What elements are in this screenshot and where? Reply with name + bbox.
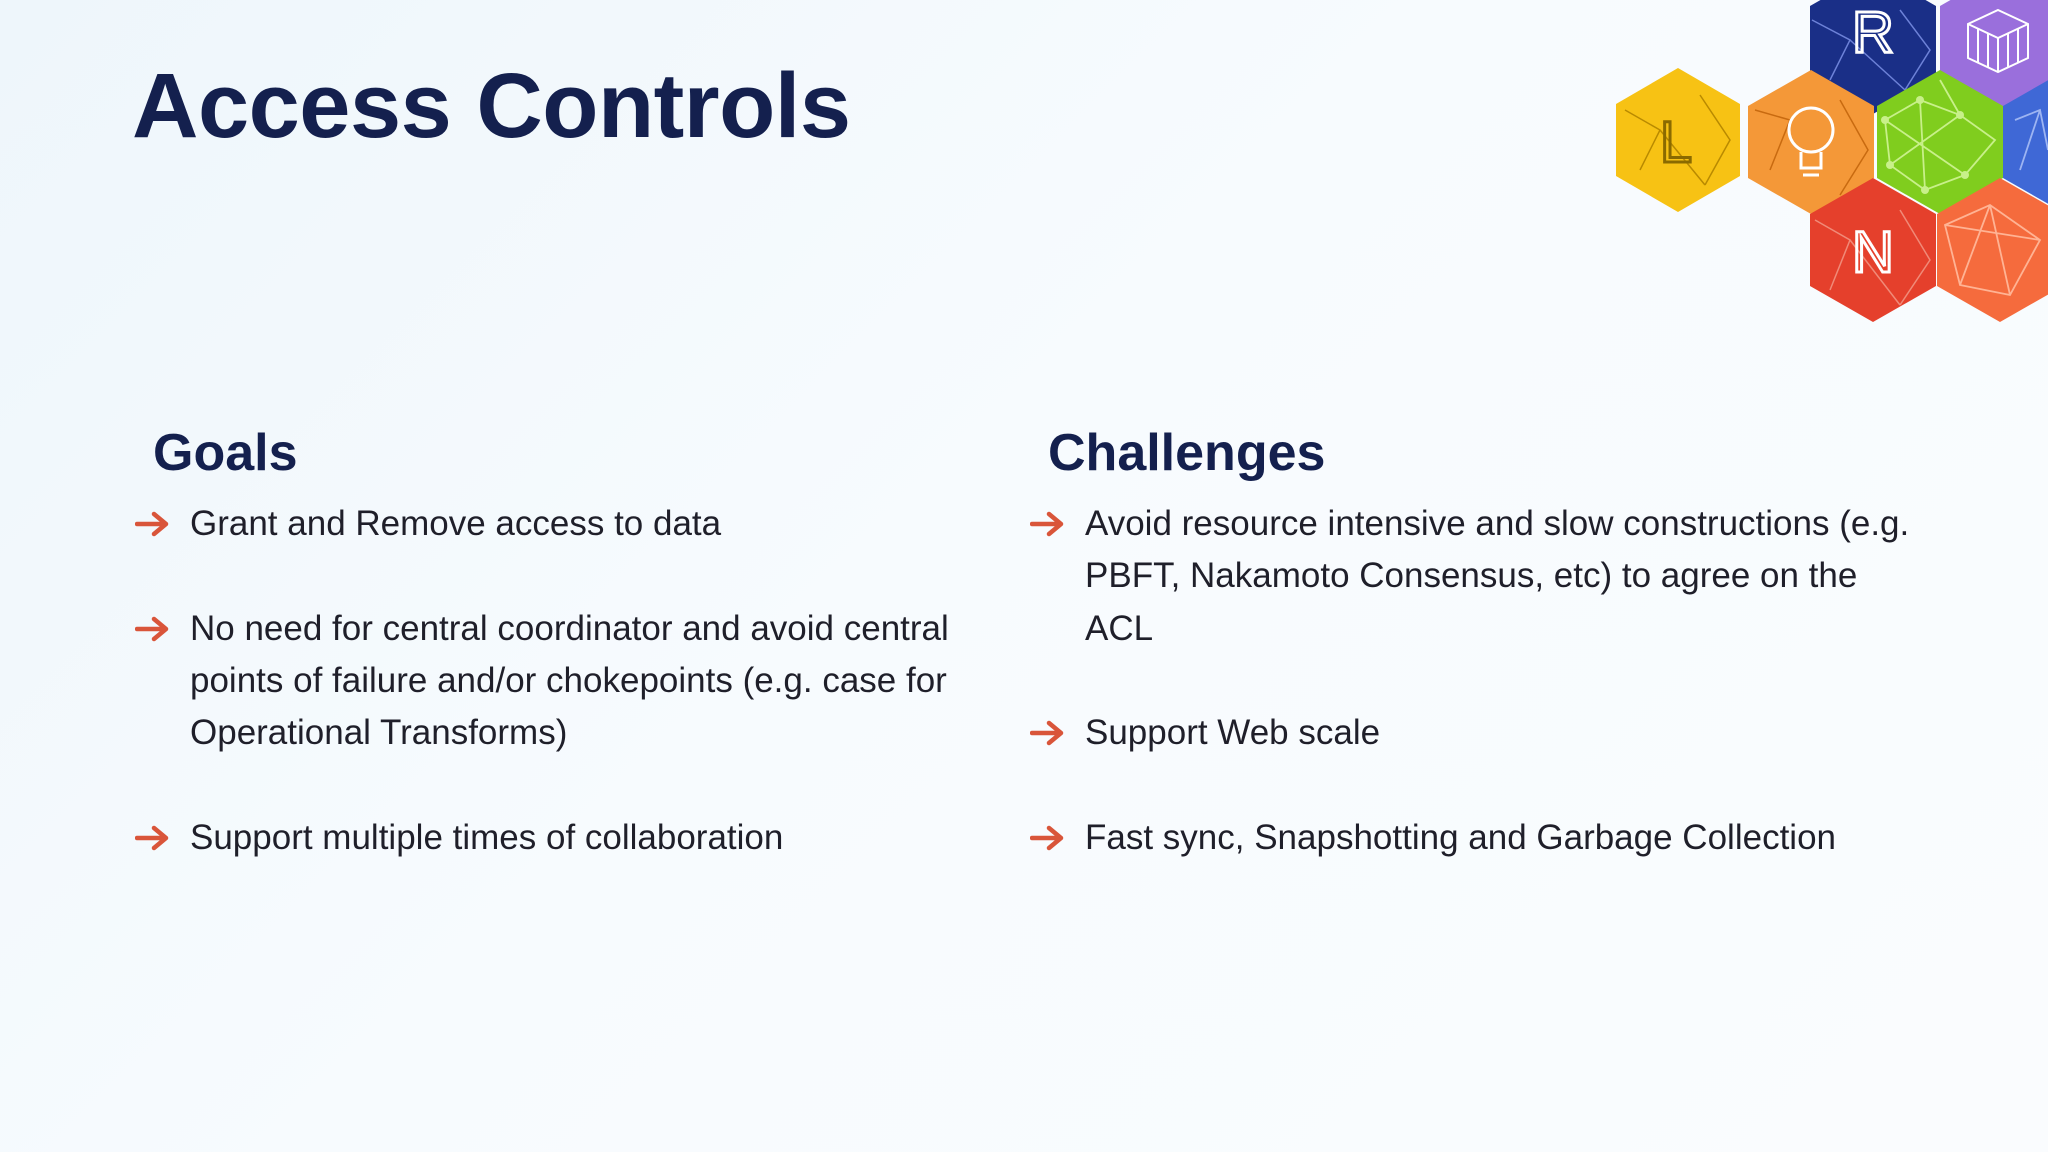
challenges-heading: Challenges [1048,424,1326,482]
hex-network-blue [2003,80,2048,204]
challenges-item-text: Avoid resource intensive and slow constr… [1085,504,1910,648]
hexagon-logo: R L [1616,0,2048,322]
challenges-item: Fast sync, Snapshotting and Garbage Coll… [1030,812,1910,864]
hex-network-orange [1937,178,2048,322]
arrow-right-icon [1030,511,1064,537]
network-lines [2014,108,2048,171]
challenges-item: Avoid resource intensive and slow constr… [1030,498,1910,655]
goals-heading: Goals [153,424,298,482]
hex-letter-l-label: L [1660,110,1692,175]
arrow-right-icon [135,825,169,851]
hex-letter-r-label: R [1852,0,1894,65]
goals-item: Support multiple times of collaboration [135,812,955,864]
hex-lightbulb [1748,70,1874,214]
goals-item-text: Support multiple times of collaboration [190,817,784,857]
slide-title: Access Controls [132,55,851,157]
arrow-right-icon [135,511,169,537]
goals-item-text: No need for central coordinator and avoi… [190,608,949,753]
goals-item-text: Grant and Remove access to data [190,504,722,543]
hex-letter-n-label: N [1852,220,1894,285]
challenges-item-text: Support Web scale [1085,713,1381,753]
cube-icon [1967,8,2029,74]
arrow-right-icon [1030,825,1064,851]
goals-item: No need for central coordinator and avoi… [135,603,955,760]
challenges-item-text: Fast sync, Snapshotting and Garbage Coll… [1085,817,1836,857]
arrow-right-icon [1030,720,1064,746]
challenges-item: Support Web scale [1030,707,1910,759]
arrow-right-icon [135,616,169,641]
lightbulb-icon [1787,106,1835,177]
network-icon [1884,79,1997,192]
hex-network-green [1877,70,2003,214]
goals-list: Grant and Remove access to data No need … [135,498,955,864]
hex-letter-r: R [1810,0,1936,114]
hex-letter-n: N [1810,178,1936,322]
goals-item: Grant and Remove access to data [135,498,955,550]
challenges-list: Avoid resource intensive and slow constr… [1030,498,1910,864]
hex-letter-l: L [1616,68,1740,212]
goals-column: Goals Grant and Remove access to data No… [135,418,955,916]
challenges-column: Challenges Avoid resource intensive and … [1030,418,1910,916]
